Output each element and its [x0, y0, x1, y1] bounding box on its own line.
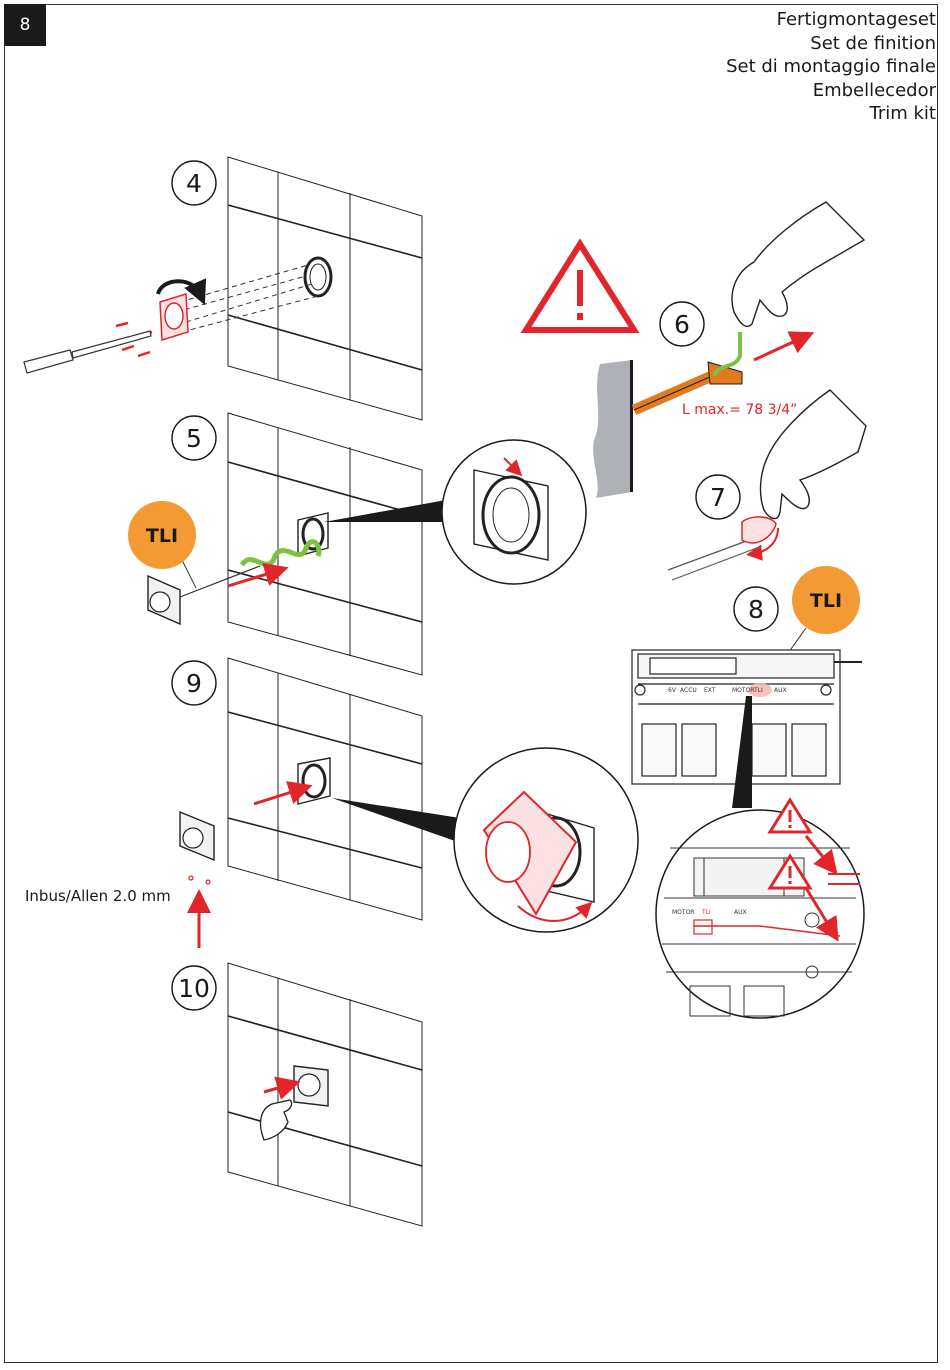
allen-key-marks	[188, 875, 211, 885]
hand-icon	[759, 389, 867, 520]
svg-text:TLI: TLI	[810, 590, 842, 612]
step-9-wall-box	[297, 757, 331, 805]
title-block: Fertigmontageset Set de finition Set di …	[726, 8, 936, 126]
step-4-wall-box	[303, 256, 333, 298]
page-number: 8	[4, 4, 46, 46]
step-7-number: 7	[695, 474, 741, 520]
step-10-number: 10	[171, 965, 217, 1011]
hand-icon	[731, 201, 866, 328]
svg-text:4: 4	[186, 169, 202, 198]
svg-text:MOTOR: MOTOR	[732, 687, 754, 694]
svg-text:MOTOR: MOTOR	[672, 909, 694, 916]
step-7-plug	[741, 516, 777, 544]
title-fr: Set de finition	[810, 32, 936, 54]
svg-text:5: 5	[186, 424, 202, 453]
step-5-wall-panel	[227, 412, 423, 676]
step-4-guide-lines	[175, 264, 319, 333]
step-9-arrow	[253, 781, 313, 806]
step-5-detail-circle	[441, 439, 587, 585]
svg-text:7: 7	[710, 483, 726, 512]
step-5-green-cable	[239, 539, 322, 567]
step-10-arrow	[263, 1076, 301, 1100]
title-de: Fertigmontageset	[776, 9, 936, 30]
title-es: Embellecedor	[812, 79, 936, 101]
step-9-detail-circle	[453, 747, 639, 933]
step-5-socket	[147, 574, 181, 626]
title-it: Set di montaggio finale	[726, 56, 936, 77]
step-5-cable	[179, 565, 261, 598]
svg-text:EXT: EXT	[704, 687, 716, 694]
step-6-number: 6	[659, 301, 705, 347]
step-9-wall-panel	[227, 657, 423, 921]
step-6-pull-cord	[631, 361, 743, 416]
warning-icon	[520, 238, 640, 333]
step-5-tli-badge: TLI	[128, 501, 196, 569]
control-unit-labels: 6V ACCU EXT MOTOR TLI AUX	[668, 687, 787, 694]
warning-icon	[767, 853, 813, 890]
step-10-socket	[293, 1065, 329, 1107]
svg-text:ACCU: ACCU	[680, 687, 697, 694]
step-9-number: 9	[171, 660, 217, 706]
control-unit-tli-highlight	[748, 683, 772, 697]
step-8-detail-circle: MOTOR TLI AUX	[655, 809, 865, 1019]
step-4-number: 4	[171, 160, 217, 206]
step-5-number: 5	[171, 415, 217, 461]
svg-text:AUX: AUX	[734, 909, 747, 916]
svg-text:10: 10	[178, 974, 210, 1003]
step-4-mounting-plate	[159, 293, 189, 341]
svg-text:9: 9	[186, 669, 202, 698]
step-9-zoom-wedge	[332, 798, 460, 842]
svg-text:6V: 6V	[668, 687, 677, 694]
step-4-wall-panel	[227, 156, 423, 421]
length-max-note: L max.= 78 3/4”	[682, 402, 798, 418]
step-6-arrow	[753, 331, 815, 362]
warning-icon	[767, 797, 813, 834]
screwdriver-icon	[23, 330, 152, 374]
svg-text:TLI: TLI	[701, 909, 711, 916]
step-6-wall-section	[593, 360, 633, 498]
step-7-rotate-arrow	[746, 527, 779, 561]
step-4-screw-marks	[115, 321, 153, 358]
svg-text:6: 6	[674, 310, 690, 339]
step-5-zoom-wedge	[324, 500, 446, 522]
step-6-green-wire	[712, 332, 742, 377]
rotate-arrow-icon	[156, 278, 207, 305]
control-unit-board	[631, 649, 862, 785]
svg-text:TLI: TLI	[146, 525, 178, 547]
step-8-number: 8	[733, 586, 779, 632]
svg-text:TLI: TLI	[753, 687, 763, 694]
step-8-tli-badge: TLI	[792, 566, 860, 634]
step-9-socket	[179, 810, 215, 862]
step-8-zoom-wedge	[732, 696, 752, 808]
step-5-wall-box	[297, 512, 329, 557]
svg-text:AUX: AUX	[774, 687, 787, 694]
svg-text:8: 8	[748, 595, 764, 624]
title-en: Trim kit	[869, 103, 937, 124]
allen-size-note: Inbus/Allen 2.0 mm	[25, 887, 171, 905]
step-5-arrow	[227, 562, 289, 588]
hand-icon	[259, 1099, 293, 1141]
page-frame	[4, 4, 938, 1363]
